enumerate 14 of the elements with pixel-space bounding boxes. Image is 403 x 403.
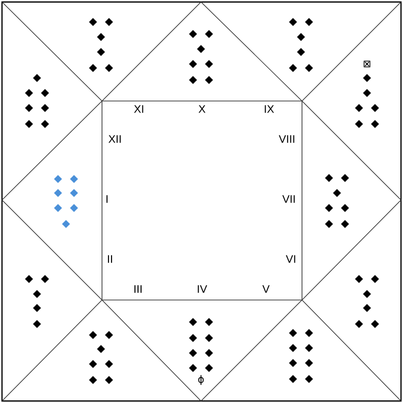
numeral: XII [108,135,121,143]
numeral: IX [264,105,274,113]
numeral: II [108,255,112,263]
numeral: I [106,195,108,203]
numeral: V [262,285,270,293]
numeral: XI [134,105,144,113]
symbol: ⊠ [364,60,370,68]
numeral: IV [198,285,208,293]
numeral: VIII [278,135,294,143]
numeral: X [198,105,206,113]
numeral: III [134,285,142,293]
numeral: VII [282,195,295,203]
symbol: ϕ [198,375,204,385]
numeral: VI [286,255,296,263]
